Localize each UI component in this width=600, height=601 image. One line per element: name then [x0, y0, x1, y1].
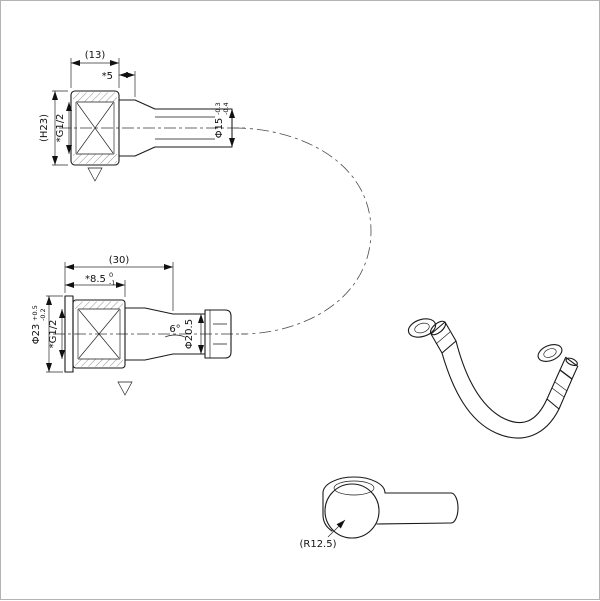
mid-body-outline: [124, 307, 206, 361]
dia23-label-group: Φ23 +0.5 -0.2: [31, 305, 47, 344]
mid-thread-label: *G1/2: [48, 320, 59, 349]
top-fitting-view: (13) *5 (H23) *G1/2 Φ15 -0.3 -0.4: [39, 50, 246, 182]
dia205-label: Φ20.5: [184, 319, 195, 349]
top-nut-cavity: [75, 101, 115, 155]
hose-left-nut-line: [435, 331, 451, 345]
hose-centerline-curve: [233, 127, 372, 335]
dim85-tol-upper: 0: [109, 271, 113, 279]
elbow-dome: [322, 476, 386, 494]
dia15-tol-upper: -0.3: [214, 102, 222, 115]
mid-nut-outline: [72, 299, 126, 369]
elbow-top-face: [333, 480, 375, 496]
mid-tip-details: [209, 310, 227, 358]
mid-tip-block: [204, 309, 232, 359]
radius-label: (R12.5): [299, 539, 336, 550]
elbow-arm-end: [450, 492, 459, 524]
washer-icon: [407, 318, 437, 338]
hose-3d-view: [407, 318, 579, 439]
hose-right-nut-lines: [551, 381, 568, 398]
elbow-3d-view: (R12.5): [299, 476, 459, 550]
dim30-label: (30): [109, 255, 130, 266]
top-cone-seat-lines: [76, 102, 114, 154]
dim85-tol-lower: -1: [109, 279, 115, 287]
top-hatch-lower: [73, 154, 117, 164]
dim5-label: *5: [102, 71, 113, 82]
mid-hatch-upper: [75, 301, 123, 309]
dia15-label: Φ15: [214, 118, 225, 139]
elbow-left-side: [322, 492, 333, 532]
radius-leader-line: [327, 519, 346, 538]
washer-icon: [537, 344, 563, 362]
mid-nut-cavity: [77, 308, 121, 360]
hose-right-tip-end: [565, 357, 578, 367]
mid-hatch-lower: [75, 359, 123, 367]
surface-finish-icon: [87, 167, 103, 182]
dia205-label-group: Φ20.5: [184, 319, 195, 349]
dia15-label-group: Φ15 -0.3 -0.4: [214, 102, 230, 138]
top-tube-bore: [155, 116, 215, 140]
dimH23-label-group: (H23): [39, 114, 50, 142]
surface-finish-icon: [117, 381, 133, 396]
top-thread-label-group: *G1/2: [55, 114, 66, 143]
hose-outer-edge: [441, 352, 560, 439]
elbow-arm-bottom: [376, 522, 452, 525]
top-thread-label: *G1/2: [55, 114, 66, 143]
hose-inner-edge: [455, 340, 548, 424]
dimH23-label: (H23): [39, 114, 50, 142]
dia23-tol-lower: -0.2: [39, 308, 47, 321]
elbow-port-circle: [324, 483, 380, 539]
dia23-label: Φ23: [31, 324, 42, 345]
mid-thread-label-group: *G1/2: [48, 320, 59, 349]
mid-cone-seat-lines: [78, 309, 120, 359]
top-hatch-upper: [73, 92, 117, 102]
dia23-tol-upper: +0.5: [31, 305, 39, 321]
dim85-label: *8.5: [85, 274, 106, 285]
cone-angle-label: 6°: [169, 324, 180, 335]
mid-fitting-view: (30) *8.5 0 -1 Φ23 +0.5 -0.2 *G1/2 6° Φ2…: [31, 255, 247, 396]
dia15-tol-lower: -0.4: [222, 102, 230, 115]
cone-angle-arc: [164, 334, 186, 338]
hose-right-tip: [559, 356, 579, 380]
dim13-label: (13): [85, 50, 106, 61]
hose-left-fitting-end: [429, 320, 447, 336]
